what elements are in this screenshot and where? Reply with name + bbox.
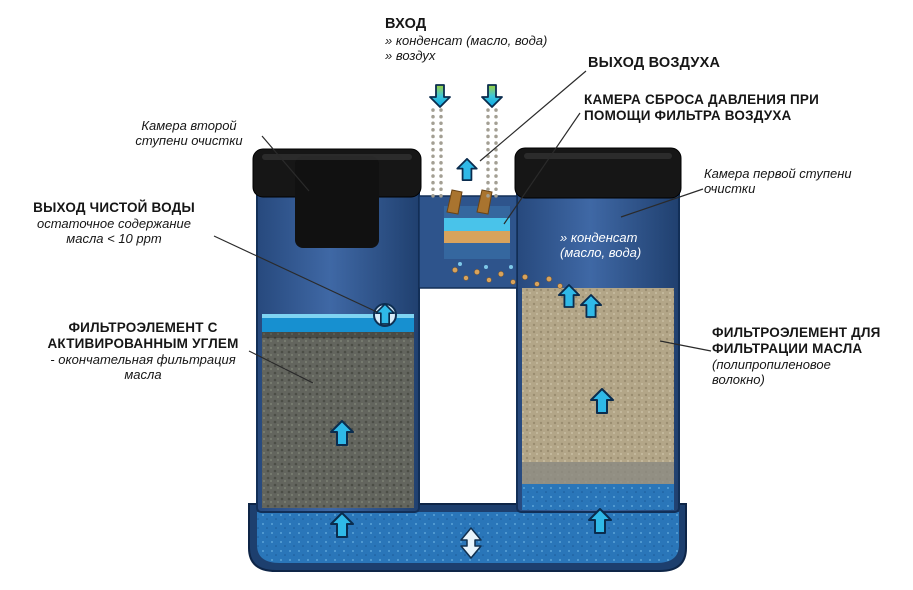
condensate-note: » конденсат (масло, вода) xyxy=(560,230,642,261)
air-filter-band xyxy=(444,231,510,243)
first-stage-label: Камера первой ступени очистки xyxy=(704,166,852,197)
air-outlet-arrow xyxy=(456,158,478,181)
air-filter-element-left xyxy=(446,189,463,215)
second-stage-label: Камера второй ступени очистки xyxy=(135,118,243,149)
right-tank xyxy=(514,147,682,513)
condensate-droplets xyxy=(452,262,563,289)
inlet-title: ВХОД xyxy=(385,16,427,32)
oil-filter-media xyxy=(522,288,674,484)
inlet-down-arrow-right xyxy=(481,84,503,108)
carbon-filter-label: ФИЛЬТРОЭЛЕМЕНТ С АКТИВИРОВАННЫМ УГЛЕМ - … xyxy=(47,320,239,383)
clean-water-label: ВЫХОД ЧИСТОЙ ВОДЫ остаточное содержание … xyxy=(33,200,195,247)
leader-lines xyxy=(213,70,712,384)
updown-arrow xyxy=(460,527,482,559)
left-tank xyxy=(252,148,422,513)
clean-water-port xyxy=(373,303,397,327)
inlet-label: ВХОД » конденсат (масло, вода) » воздух xyxy=(385,16,595,64)
inlet-pipes xyxy=(431,108,498,200)
air-filter-water-band xyxy=(444,218,510,231)
pressure-chamber-label: КАМЕРА СБРОСА ДАВЛЕНИЯ ПРИ ПОМОЩИ ФИЛЬТР… xyxy=(584,92,820,123)
inlet-down-arrow-left xyxy=(429,84,451,108)
oil-filter-label: ФИЛЬТРОЭЛЕМЕНТ ДЛЯ ФИЛЬТРАЦИИ МАСЛА (пол… xyxy=(712,325,881,388)
air-outlet-label: ВЫХОД ВОЗДУХА xyxy=(588,55,721,71)
carbon-filter-media xyxy=(262,332,414,508)
right-tank-cap xyxy=(514,147,682,199)
